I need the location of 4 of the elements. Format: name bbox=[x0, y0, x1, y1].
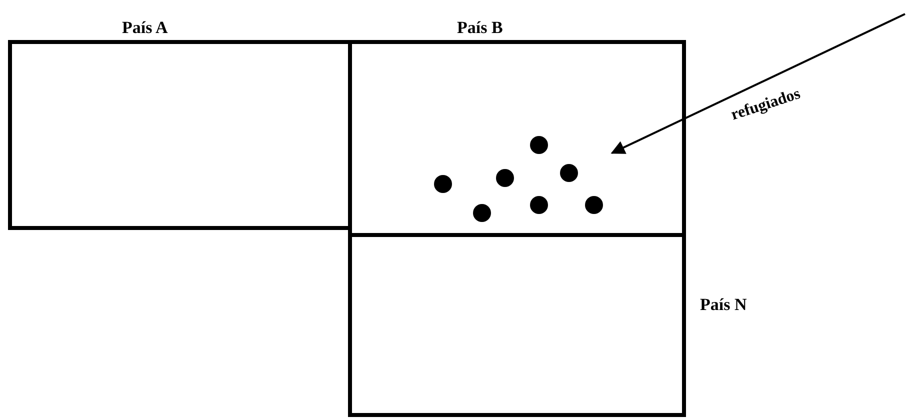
arrow bbox=[610, 13, 906, 154]
country-label: País B bbox=[457, 18, 503, 38]
country-label: País A bbox=[122, 18, 168, 38]
country-label: País N bbox=[700, 295, 747, 315]
